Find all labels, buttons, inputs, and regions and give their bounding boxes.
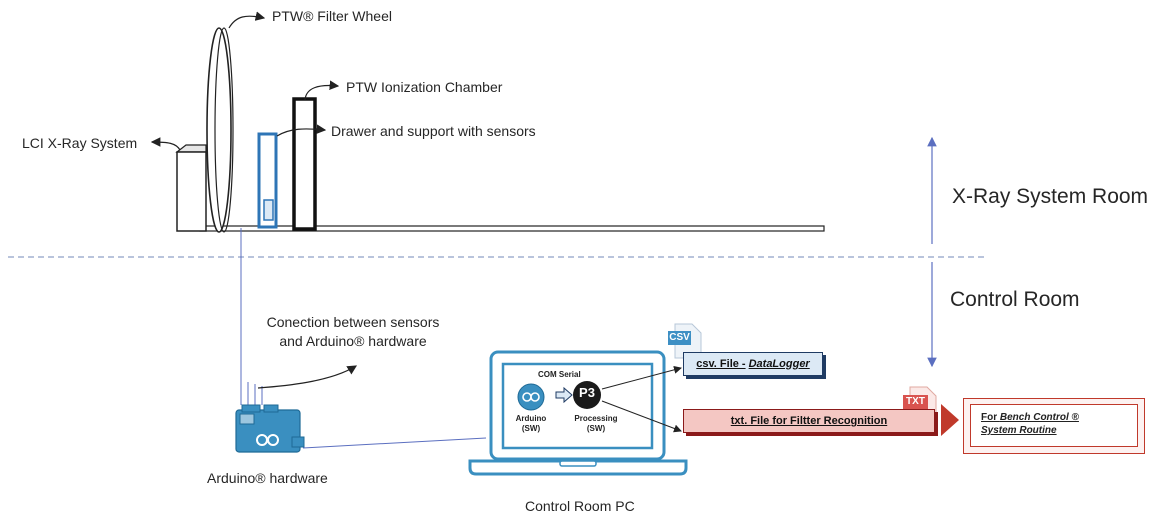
com-serial-arrow <box>555 386 573 404</box>
bench-prefix: For <box>981 412 1000 423</box>
ionization-chamber-label: PTW Ionization Chamber <box>346 79 503 95</box>
ionization-chamber <box>292 97 317 231</box>
control-room-label: Control Room <box>950 288 1080 311</box>
connection-arrow <box>257 365 358 389</box>
txt-icon-label: TXT <box>906 396 925 407</box>
processing-sw-icon <box>573 381 601 409</box>
connection-label: Conection between sensors and Arduino® h… <box>258 313 448 351</box>
connection-line2: and Arduino® hardware <box>279 333 427 349</box>
sensor-cables <box>240 228 263 405</box>
arduino-sw-icon <box>517 383 545 411</box>
filter-wheel <box>206 27 234 233</box>
csv-arrow <box>601 365 682 390</box>
drawer-label: Drawer and support with sensors <box>331 123 536 139</box>
txt-arrow <box>601 400 682 433</box>
arduino-sw-line1: Arduino <box>515 414 547 423</box>
xray-arrow <box>150 137 181 151</box>
arduino-sw-label: Arduino (SW) <box>512 414 550 434</box>
com-serial-label: COM Serial <box>538 370 581 379</box>
drawer-arrow <box>276 124 327 137</box>
connection-line1: Conection between sensors <box>266 314 440 330</box>
laptop <box>468 350 688 476</box>
txt-file-box: txt. File for Filtter Recognition <box>683 409 935 433</box>
processing-sw-line2: (SW) <box>586 424 606 433</box>
processing-sw-line1: Processing <box>574 414 618 423</box>
csv-file-name: DataLogger <box>748 358 810 370</box>
xray-room-label: X-Ray System Room <box>952 185 1149 208</box>
chamber-arrow <box>304 80 340 101</box>
arduino-hardware-label: Arduino® hardware <box>207 470 328 486</box>
bench-italic: Bench Control ® <box>999 412 1079 423</box>
control-room-pc-label: Control Room PC <box>525 498 635 514</box>
arduino-sw-line2: (SW) <box>521 424 541 433</box>
bench-pointer <box>941 404 959 436</box>
drawer-support <box>257 132 278 229</box>
filter-wheel-arrow <box>228 11 266 29</box>
bench-control-box: For Bench Control ® System Routine <box>963 398 1145 454</box>
usb-cable <box>302 437 487 449</box>
arduino-infinity-icon <box>256 434 279 446</box>
csv-file-box: csv. File - DataLogger <box>683 352 823 376</box>
arduino-board <box>235 404 305 453</box>
csv-icon-label: CSV <box>669 332 690 343</box>
filter-wheel-label: PTW® Filter Wheel <box>272 8 392 24</box>
processing-logo-text: P3 <box>579 385 595 400</box>
csv-file-icon <box>668 323 702 359</box>
bench-line2: System Routine <box>981 425 1057 436</box>
xray-system-box <box>175 144 207 232</box>
txt-file-label: txt. File for Filtter Recognition <box>730 415 888 427</box>
csv-file-prefix: csv. File - <box>696 358 746 370</box>
xray-system-label: LCI X-Ray System <box>22 135 138 151</box>
processing-sw-label: Processing (SW) <box>569 414 623 434</box>
